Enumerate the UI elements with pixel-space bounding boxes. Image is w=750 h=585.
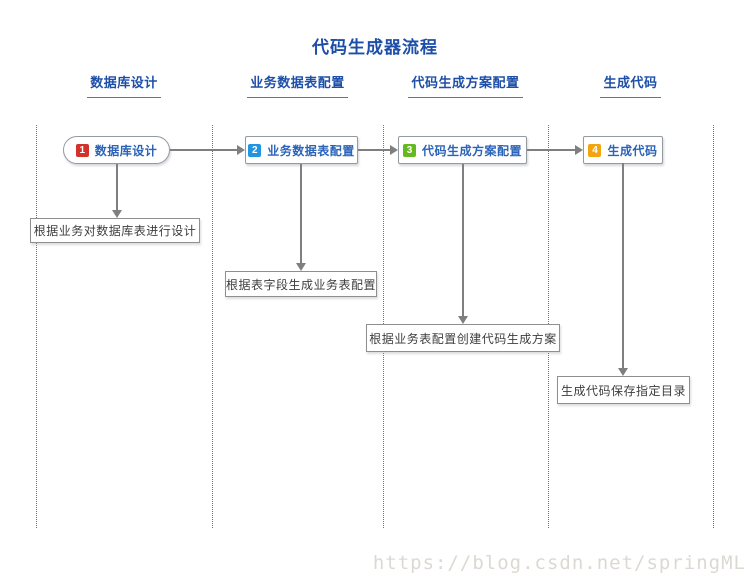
arrow-line-step1-desc: [116, 164, 118, 211]
lane-divider-5: [713, 125, 714, 528]
flow-node-business-table-config: 2 业务数据表配置: [245, 136, 358, 164]
arrow-line-step3-desc: [462, 164, 464, 317]
column-header-label: 生成代码: [600, 72, 661, 98]
step-1-badge: 1: [75, 143, 89, 157]
column-header-label: 业务数据表配置: [247, 72, 348, 98]
arrow-head-step2-desc: [296, 263, 306, 271]
flow-node-database-design: 1 数据库设计: [63, 136, 170, 164]
arrow-head-step4-desc: [618, 368, 628, 376]
desc-box-generate-code: 生成代码保存指定目录: [557, 376, 690, 404]
arrow-line-step4-desc: [622, 163, 624, 369]
flow-node-label: 业务数据表配置: [267, 143, 355, 158]
flow-node-generate-code: 4 生成代码: [583, 136, 663, 164]
arrow-head-step1-desc: [112, 210, 122, 218]
step-4-badge: 4: [588, 143, 602, 157]
page-title: 代码生成器流程: [312, 38, 438, 57]
desc-box-codegen-scheme-config: 根据业务表配置创建代码生成方案: [366, 324, 560, 352]
lane-divider-1: [36, 125, 37, 528]
column-header-codegen-scheme-config: 代码生成方案配置: [383, 72, 548, 98]
arrow-head-step1-step2: [237, 145, 245, 155]
arrow-head-step3-step4: [575, 145, 583, 155]
flow-node-label: 生成代码: [607, 143, 658, 158]
arrow-line-step2-desc: [300, 164, 302, 264]
column-header-label: 数据库设计: [87, 72, 161, 98]
column-header-database-design: 数据库设计: [36, 72, 212, 98]
flow-node-codegen-scheme-config: 3 代码生成方案配置: [398, 136, 527, 164]
flow-node-label: 代码生成方案配置: [421, 143, 522, 158]
desc-box-business-table-config: 根据表字段生成业务表配置: [225, 271, 377, 297]
arrow-line-step3-step4: [527, 149, 576, 151]
column-header-generate-code: 生成代码: [548, 72, 713, 98]
arrow-line-step1-step2: [170, 149, 238, 151]
watermark-url: https://blog.csdn.net/springML: [372, 552, 746, 574]
column-header-business-table-config: 业务数据表配置: [212, 72, 383, 98]
flow-node-label: 数据库设计: [94, 143, 158, 158]
arrow-line-step2-step3: [358, 149, 391, 151]
lane-divider-2: [212, 125, 213, 528]
desc-box-database-design: 根据业务对数据库表进行设计: [30, 218, 200, 243]
step-3-badge: 3: [402, 143, 416, 157]
arrow-head-step2-step3: [390, 145, 398, 155]
column-header-label: 代码生成方案配置: [408, 72, 523, 98]
step-2-badge: 2: [248, 143, 262, 157]
arrow-head-step3-desc: [458, 316, 468, 324]
